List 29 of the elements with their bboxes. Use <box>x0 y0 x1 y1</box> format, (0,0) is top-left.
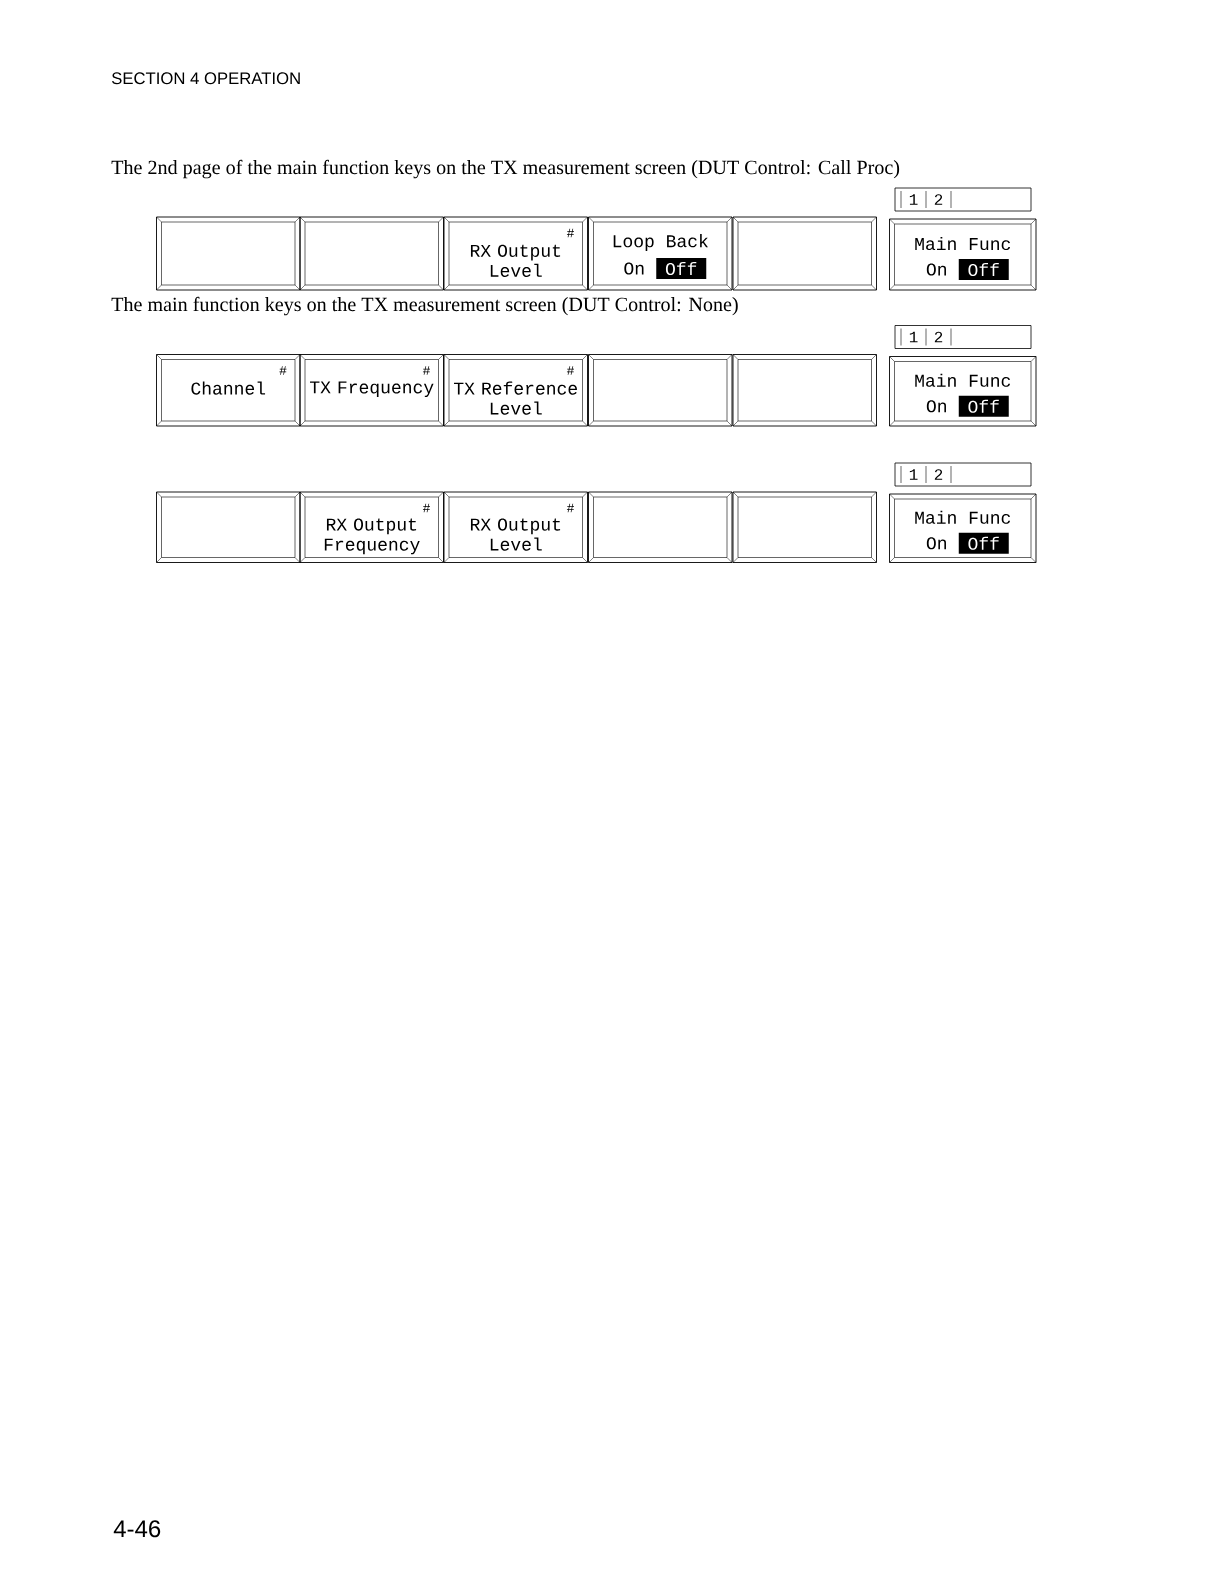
function-key <box>156 491 301 563</box>
page-indicator: 1 2 <box>894 325 1032 349</box>
selected-option: Off <box>958 532 1009 554</box>
function-key: # TX Frequency <box>299 354 444 427</box>
function-key <box>732 354 877 427</box>
function-key: # TX Reference Level <box>443 354 588 427</box>
function-key: # RX Output Frequency <box>299 491 444 563</box>
selected-option: Off <box>958 259 1009 280</box>
caption: The main function keys on the TX measurement screen (DUT Control: None) <box>111 296 738 316</box>
function-key <box>732 216 877 291</box>
function-key <box>588 354 733 427</box>
page-indicator: 1 2 <box>894 187 1032 212</box>
function-key <box>299 216 444 291</box>
page-number: 4-46 <box>113 1520 161 1538</box>
function-key <box>732 491 877 563</box>
section-heading: SECTION 4 OPERATION <box>111 72 300 85</box>
function-key <box>588 491 733 563</box>
function-key: # RX Output Level <box>443 216 588 291</box>
caption: The 2nd page of the main function keys on the TX measurement screen (DUT Control: Call Proc) <box>111 159 900 179</box>
page-indicator: 1 2 <box>894 462 1032 487</box>
selected-option: Off <box>958 395 1009 417</box>
function-key <box>156 216 301 291</box>
function-key: # RX Output Level <box>443 491 588 563</box>
function-key: # Channel <box>156 354 301 427</box>
selected-option: Off <box>656 258 707 279</box>
function-key: Main Func On Off <box>889 218 1037 291</box>
function-key: Main Func On Off <box>889 493 1037 563</box>
function-key: Loop Back On Off <box>588 216 733 291</box>
function-key: Main Func On Off <box>889 356 1037 427</box>
